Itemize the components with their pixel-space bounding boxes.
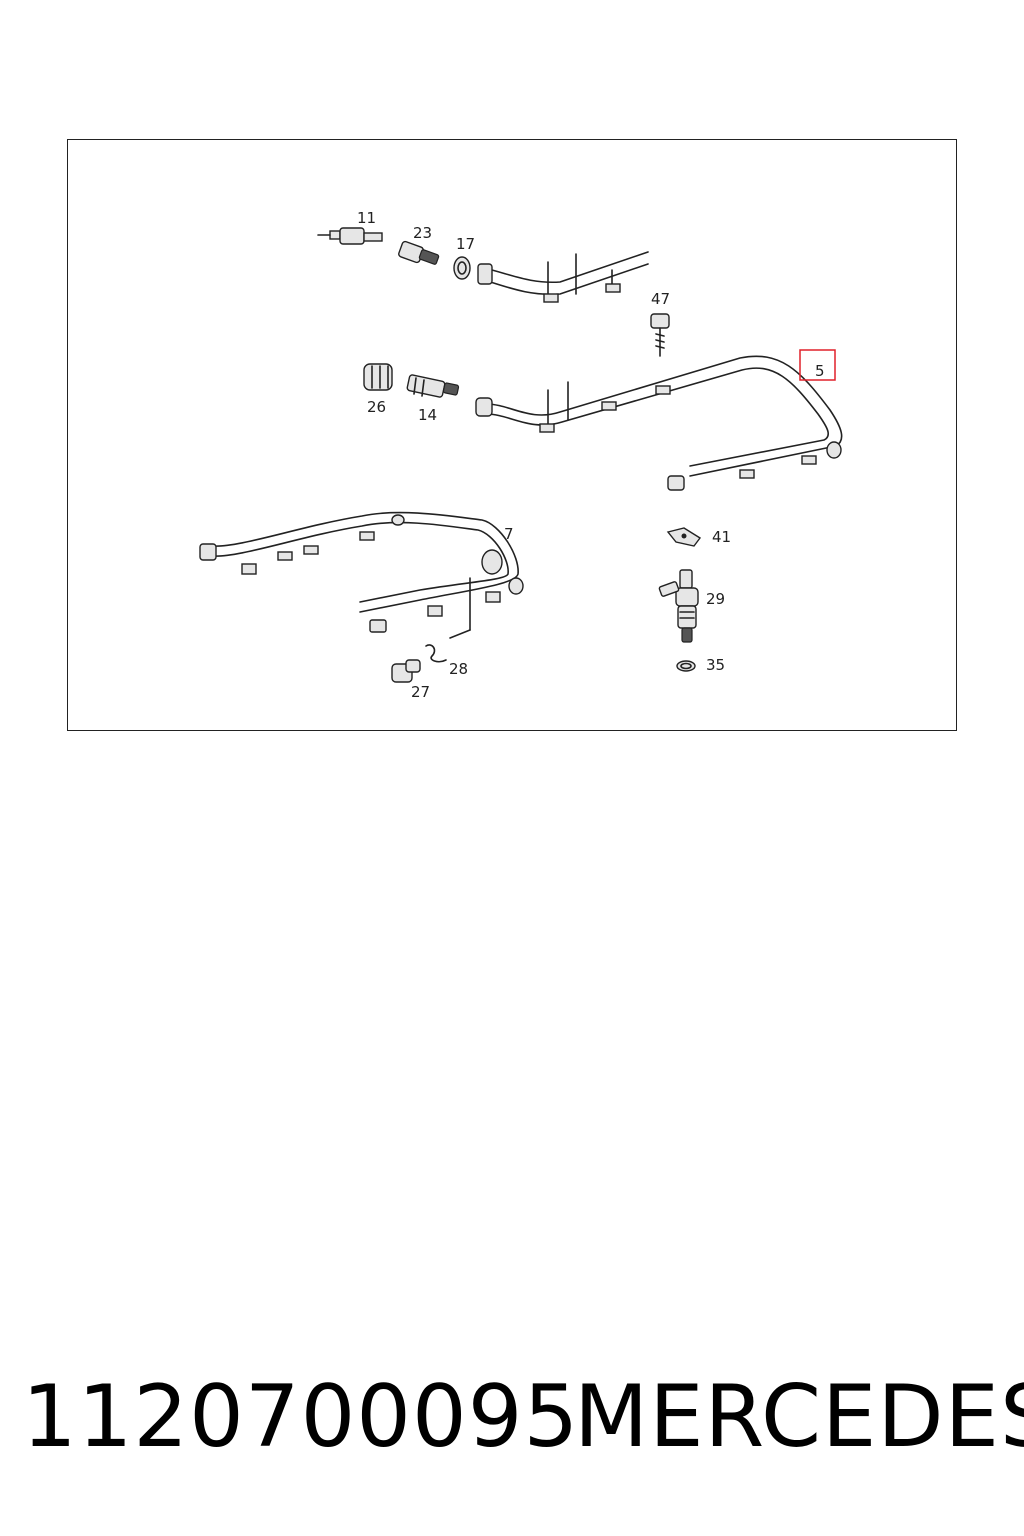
callout-23[interactable]: 23 bbox=[413, 224, 432, 242]
brand-name: MERCEDES bbox=[574, 1367, 1024, 1467]
part-41-clip[interactable] bbox=[666, 527, 702, 547]
part-47-bolt[interactable] bbox=[650, 313, 670, 357]
callout-5-highlight-box bbox=[799, 349, 836, 381]
callout-17[interactable]: 17 bbox=[456, 235, 475, 253]
callout-27[interactable]: 27 bbox=[411, 683, 430, 701]
part-11-fitting[interactable] bbox=[317, 227, 383, 245]
callout-11[interactable]: 11 bbox=[357, 209, 376, 227]
part-26-cap[interactable] bbox=[363, 363, 393, 391]
part-14-valve[interactable] bbox=[406, 374, 460, 398]
part-5-fuel-rail[interactable] bbox=[475, 355, 843, 491]
callout-14[interactable]: 14 bbox=[418, 406, 437, 424]
part-17-seal-ring[interactable] bbox=[453, 256, 471, 280]
parts-diagram: 11 23 17 47 bbox=[199, 209, 843, 701]
part-7-fuel-rail[interactable] bbox=[199, 511, 524, 639]
callout-28[interactable]: 28 bbox=[449, 660, 468, 678]
callout-5[interactable]: 5 bbox=[815, 362, 825, 380]
part-28-spring-clip[interactable] bbox=[425, 644, 447, 663]
callout-29[interactable]: 29 bbox=[706, 590, 725, 608]
callout-41[interactable]: 41 bbox=[712, 528, 731, 546]
upper-fuel-rail[interactable] bbox=[477, 251, 649, 303]
callout-26[interactable]: 26 bbox=[367, 398, 386, 416]
part-27-plug[interactable] bbox=[391, 659, 421, 683]
part-number: 1120700095 bbox=[22, 1367, 580, 1467]
part-23-sensor[interactable] bbox=[398, 240, 440, 265]
callout-35[interactable]: 35 bbox=[706, 656, 725, 674]
diagram-frame bbox=[67, 139, 957, 731]
part-29-injector[interactable] bbox=[658, 569, 699, 643]
callout-47[interactable]: 47 bbox=[651, 290, 670, 308]
part-35-o-ring[interactable] bbox=[676, 660, 696, 672]
callout-7[interactable]: 7 bbox=[504, 525, 514, 543]
